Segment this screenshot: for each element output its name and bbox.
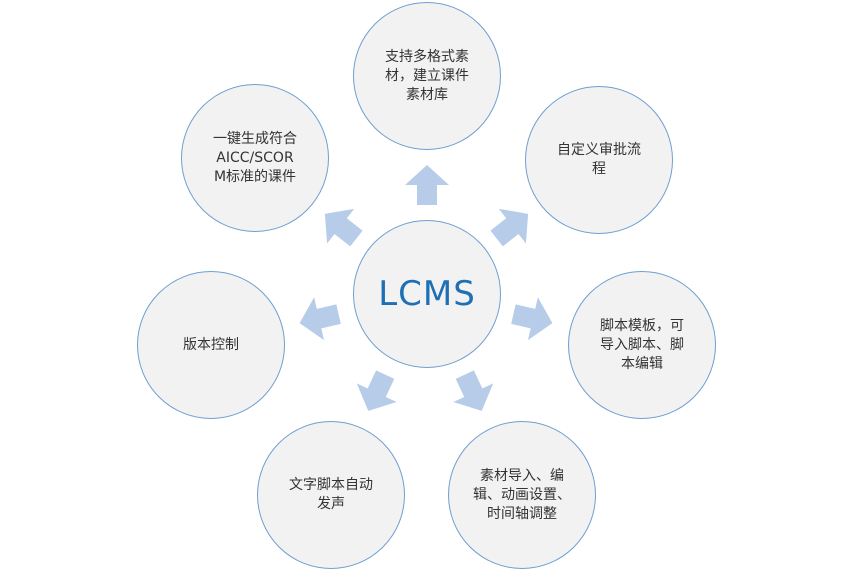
node-label: 一键生成符合 AICC/SCOR M标准的课件 <box>213 130 297 185</box>
arrow-to-upper-left <box>324 208 363 247</box>
node-aicc-scorm: 一键生成符合 AICC/SCOR M标准的课件 <box>181 84 329 232</box>
node-multi-format-materials: 支持多格式素 材，建立课件 素材库 <box>353 2 501 150</box>
node-label: 脚本模板，可 导入脚本、脚 本编辑 <box>600 317 684 372</box>
node-label: 版本控制 <box>183 336 239 353</box>
node-label: 自定义审批流 程 <box>557 142 641 177</box>
arrow-to-top <box>405 165 449 205</box>
node-custom-approval: 自定义审批流 程 <box>525 86 673 234</box>
center-label: LCMS <box>378 274 476 314</box>
arrow-to-upper-right <box>490 208 529 247</box>
node-label: 文字脚本自动 发声 <box>289 477 373 512</box>
node-label: 支持多格式素 材，建立课件 素材库 <box>385 48 469 103</box>
node-script-template: 脚本模板，可 导入脚本、脚 本编辑 <box>568 271 716 419</box>
center-node-lcms: LCMS <box>353 220 501 368</box>
node-material-import: 素材导入、编 辑、动画设置、 时间轴调整 <box>448 421 596 569</box>
arrow-to-lower-left <box>356 370 397 411</box>
arrow-to-lower-right <box>453 370 494 411</box>
node-version-control: 版本控制 <box>137 271 285 419</box>
node-text-to-speech: 文字脚本自动 发声 <box>257 421 405 569</box>
arrow-to-left <box>299 297 341 341</box>
arrow-to-right <box>511 297 553 341</box>
node-label: 素材导入、编 辑、动画设置、 时间轴调整 <box>473 467 571 522</box>
